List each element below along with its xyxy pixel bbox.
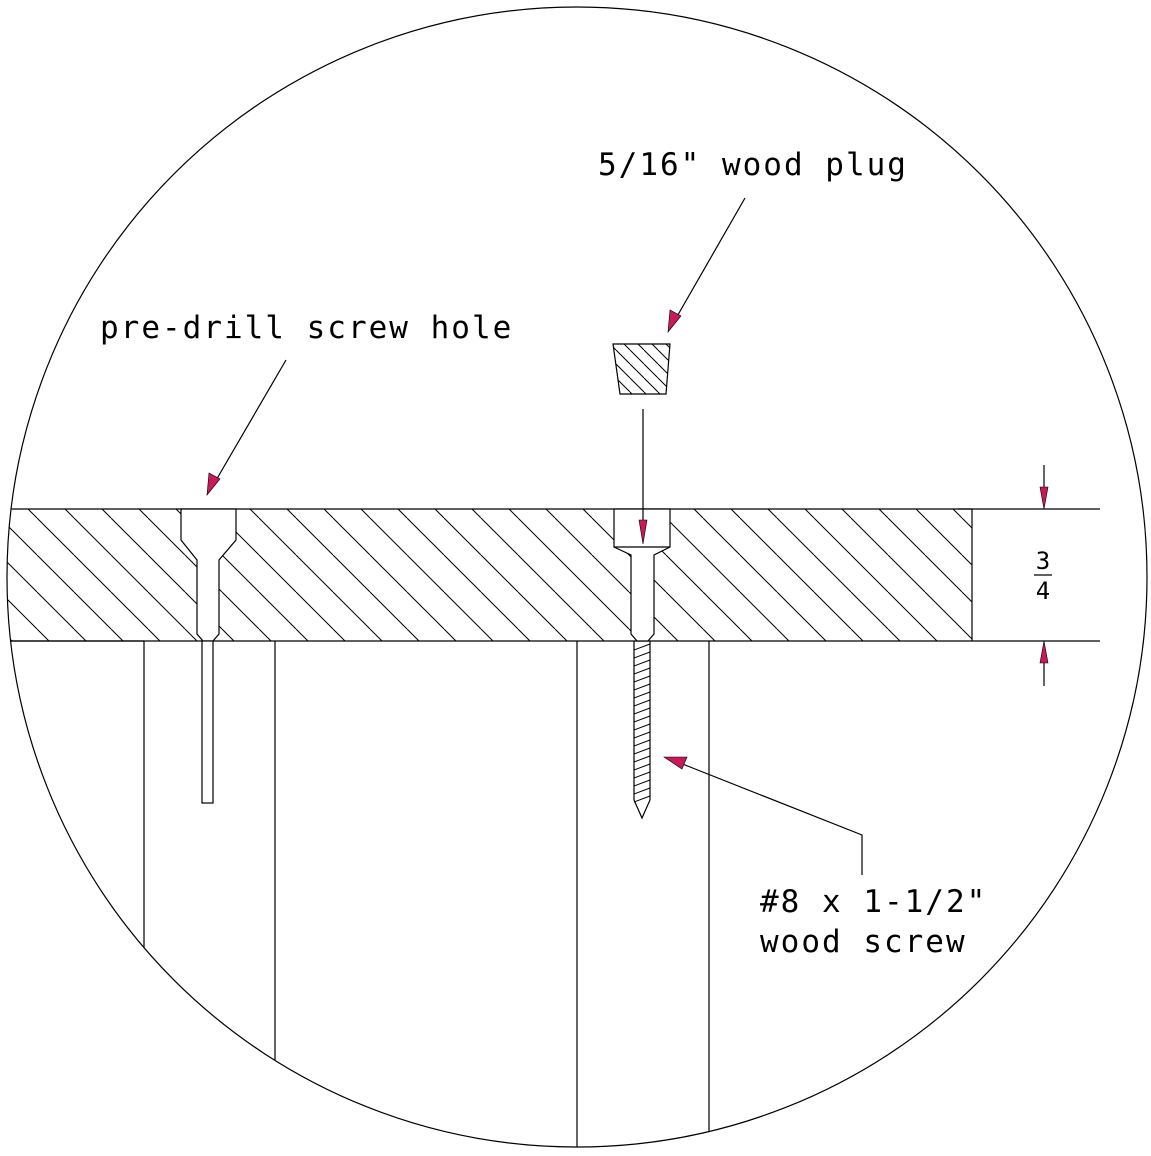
- dimension-numerator: 3: [1036, 547, 1050, 575]
- screw-thread: [633, 795, 651, 803]
- predrill-leader: [206, 359, 287, 496]
- screw-thread: [633, 779, 651, 787]
- screw-thread: [633, 763, 651, 771]
- screw-thread: [633, 707, 651, 715]
- screw-label-line1: #8 x 1-1/2": [760, 884, 987, 920]
- screw-thread: [633, 699, 651, 707]
- screw-thread: [633, 675, 651, 683]
- screw-thread: [633, 715, 651, 723]
- screw-thread: [633, 667, 651, 675]
- predrill-hole: [180, 508, 237, 804]
- support-right: [576, 508, 1100, 1147]
- plug-insertion-arrow: [638, 409, 648, 545]
- thickness-dimension: [1034, 465, 1052, 686]
- support-left: [7, 640, 276, 1147]
- predrill-label: pre-drill screw hole: [100, 310, 513, 346]
- screw-thread: [633, 651, 651, 659]
- screw-thread: [633, 643, 651, 651]
- screw-thread: [633, 691, 651, 699]
- screw-thread: [633, 747, 651, 755]
- plug-label: 5/16" wood plug: [598, 147, 908, 183]
- wood-screw: [633, 641, 651, 820]
- wood-plug: [612, 343, 671, 395]
- plug-leader: [667, 197, 746, 333]
- screw-thread: [633, 659, 651, 667]
- screw-thread: [633, 723, 651, 731]
- screw-hole: [613, 508, 671, 642]
- screw-thread: [633, 787, 651, 795]
- board-section: [7, 508, 973, 642]
- screw-thread: [633, 683, 651, 691]
- screw-thread: [633, 771, 651, 779]
- dimension-denominator: 4: [1036, 577, 1050, 605]
- screw-thread: [633, 731, 651, 739]
- screw-thread: [633, 739, 651, 747]
- screw-leader: [663, 756, 863, 875]
- screw-thread: [633, 755, 651, 763]
- screw-label-line2: wood screw: [760, 924, 967, 960]
